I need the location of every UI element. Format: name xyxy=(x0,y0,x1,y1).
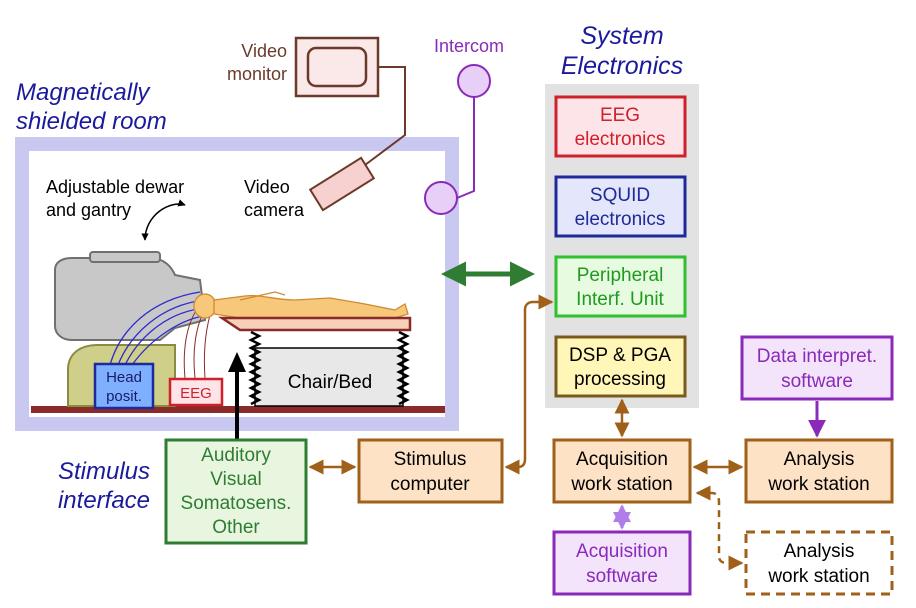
stimulus-interface-title: Stimulus xyxy=(58,458,150,485)
dewar-rotate-arrow xyxy=(141,199,186,241)
stimulus-type-other: Other xyxy=(212,517,260,538)
eeg-headbox xyxy=(168,377,224,407)
data-interpret-label-2: software xyxy=(781,371,853,392)
chair-bed-base xyxy=(254,347,404,407)
analysis-workstation-box xyxy=(744,438,894,504)
eeg-electronics-box xyxy=(554,95,687,158)
eeg-headbox-label: EEG xyxy=(180,385,212,402)
video-monitor-label: Video xyxy=(241,41,287,61)
monitor-camera-cable xyxy=(364,66,406,166)
stimulus-computer-label: Stimulus xyxy=(394,449,467,470)
intercom-label: Intercom xyxy=(434,36,504,56)
stimulus-type-auditory: Auditory xyxy=(201,445,271,466)
dsp-pga-box xyxy=(554,335,687,398)
stimulus-interface-title-2: interface xyxy=(58,487,150,514)
analysis-workstation-dashed-box xyxy=(744,530,894,596)
dsp-pga-label: DSP & PGA xyxy=(569,345,671,366)
intercom-cable xyxy=(456,97,475,199)
data-interpret-box xyxy=(740,335,894,401)
analysis-workstation-label: Analysis xyxy=(784,449,855,470)
acq-analysis-dashed-link xyxy=(695,485,744,571)
squid-electronics-box xyxy=(554,175,687,238)
head-position-box xyxy=(93,362,155,410)
eeg-wire-3 xyxy=(203,314,211,379)
video-camera xyxy=(308,156,376,212)
dsp-pga-label-2: processing xyxy=(574,369,666,390)
patient-figure xyxy=(193,291,409,323)
eeg-electronics-label: EEG xyxy=(600,105,640,126)
bed-top xyxy=(217,316,412,332)
sensor-wire-2 xyxy=(117,299,206,366)
squid-electronics-label-2: electronics xyxy=(575,209,666,230)
squid-electronics-label: SQUID xyxy=(590,185,650,206)
acquisition-workstation-label-2: work station xyxy=(570,474,672,495)
eeg-electronics-label-2: electronics xyxy=(575,129,666,150)
peripheral-unit-label: Peripheral xyxy=(577,265,664,286)
bed-spring-left xyxy=(248,330,262,406)
peripheral-unit-box xyxy=(554,255,687,318)
analysis-workstation-label-2: work station xyxy=(767,474,869,495)
acquisition-workstation-box xyxy=(552,438,692,504)
acquisition-workstation-label: Acquisition xyxy=(576,449,668,470)
data-interpret-label: Data interpret. xyxy=(757,346,877,367)
head-position-label: Head xyxy=(106,369,142,386)
acquisition-software-label: Acquisition xyxy=(576,541,668,562)
video-monitor-label-2: monitor xyxy=(227,64,287,84)
stimcomputer-peripheral-link xyxy=(504,294,554,475)
dewar-label: Adjustable dewar xyxy=(46,177,184,197)
analysis-workstation-dashed-label: Analysis xyxy=(784,541,855,562)
stimulus-type-somatosens: Somatosens. xyxy=(181,493,292,514)
chair-bed-label: Chair/Bed xyxy=(288,372,373,393)
stimulus-types-box xyxy=(164,438,308,545)
sensor-wire-1 xyxy=(109,291,201,366)
peripheral-unit-label-2: Interf. Unit xyxy=(576,289,664,310)
system-electronics-title: System xyxy=(580,22,663,50)
video-monitor-screen xyxy=(306,46,368,88)
stimulus-computer-label-2: computer xyxy=(390,474,470,495)
stimulus-type-visual: Visual xyxy=(210,469,261,490)
stimulus-computer-box xyxy=(357,438,504,504)
intercom-inside xyxy=(424,181,458,215)
analysis-workstation-dashed-label-2: work station xyxy=(767,566,869,587)
dewar-label-2: and gantry xyxy=(46,200,131,220)
dewar-top xyxy=(89,251,161,263)
shielded-room-title: Magnetically xyxy=(16,79,151,106)
acquisition-software-box xyxy=(552,530,692,596)
shielded-room-title-line2: shielded room xyxy=(16,108,167,135)
system-electronics-title-line2: Electronics xyxy=(561,52,683,80)
head-position-label-2: posit. xyxy=(106,388,142,405)
video-camera-label-2: camera xyxy=(244,200,305,220)
stimulus-arrowhead xyxy=(228,352,246,372)
intercom-outside xyxy=(457,64,491,98)
bed-spring-right xyxy=(396,330,410,406)
video-camera-label: Video xyxy=(244,177,290,197)
acquisition-software-label-2: software xyxy=(586,566,658,587)
